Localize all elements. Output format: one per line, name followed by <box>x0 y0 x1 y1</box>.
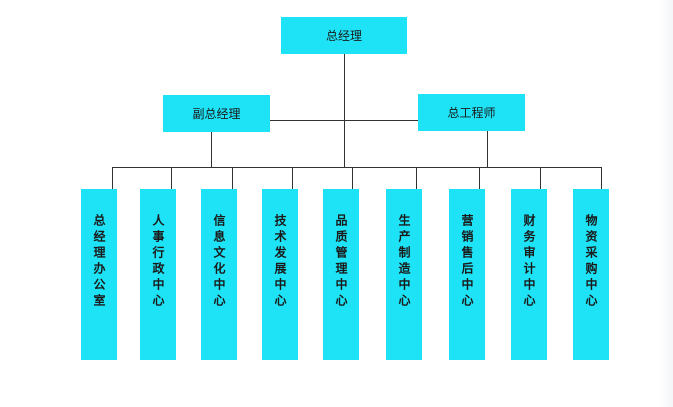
department-label: 总经理办公室 <box>92 214 106 310</box>
department-node-production: 生产制造中心 <box>386 189 422 360</box>
connector-dept-drop <box>232 167 233 189</box>
department-label: 信息文化中心 <box>212 214 226 310</box>
connector-dept-drop <box>416 167 417 189</box>
general-manager-node: 总经理 <box>281 17 407 54</box>
department-node-procurement: 物资采购中心 <box>573 189 609 360</box>
department-node-hr-admin: 人事行政中心 <box>140 189 176 360</box>
page-edge-shadow <box>659 0 673 407</box>
department-label: 生产制造中心 <box>397 214 411 310</box>
connector-trunk <box>344 54 345 167</box>
department-label: 人事行政中心 <box>151 214 165 310</box>
connector-dept-drop <box>352 167 353 189</box>
general-manager-label: 总经理 <box>325 29 362 43</box>
connector-deputy-down <box>211 132 212 167</box>
connector-dept-drop <box>601 167 602 189</box>
department-label: 技术发展中心 <box>273 214 287 310</box>
connector-dept-drop <box>112 167 113 189</box>
department-label: 财务审计中心 <box>522 214 536 310</box>
department-node-sales-service: 营销售后中心 <box>449 189 485 360</box>
department-node-tech-dev: 技术发展中心 <box>262 189 298 360</box>
deputy-manager-node: 副总经理 <box>163 95 270 132</box>
department-node-quality: 品质管理中心 <box>323 189 359 360</box>
department-node-info-culture: 信息文化中心 <box>201 189 237 360</box>
connector-engineer-down <box>487 131 488 167</box>
connector-department-bus <box>112 167 602 168</box>
department-node-finance-audit: 财务审计中心 <box>511 189 547 360</box>
connector-executives <box>270 120 418 121</box>
connector-dept-drop <box>540 167 541 189</box>
connector-dept-drop <box>292 167 293 189</box>
deputy-manager-label: 副总经理 <box>192 107 241 121</box>
department-label: 营销售后中心 <box>460 214 474 310</box>
department-label: 物资采购中心 <box>584 214 598 310</box>
chief-engineer-label: 总工程师 <box>447 106 496 120</box>
connector-dept-drop <box>171 167 172 189</box>
chief-engineer-node: 总工程师 <box>418 94 525 131</box>
connector-dept-drop <box>479 167 480 189</box>
department-label: 品质管理中心 <box>334 214 348 310</box>
department-node-gm-office: 总经理办公室 <box>81 189 117 360</box>
